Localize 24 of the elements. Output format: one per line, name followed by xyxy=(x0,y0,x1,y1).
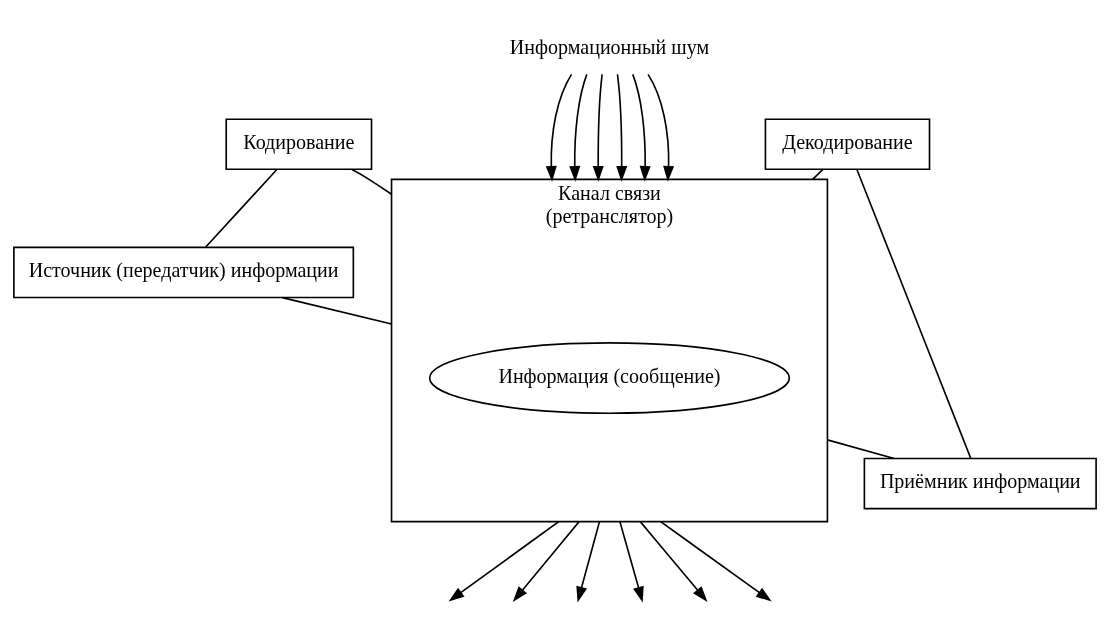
arrow xyxy=(639,520,708,602)
connector xyxy=(281,296,393,325)
node-box: Кодирование xyxy=(225,118,373,171)
arrow xyxy=(659,520,772,602)
arrow xyxy=(569,73,588,182)
node-box: Источник (передатчик) информации xyxy=(13,246,355,299)
arrow xyxy=(545,73,573,182)
node-box: Приёмник информации xyxy=(863,457,1097,510)
arrow xyxy=(647,73,675,182)
node-box: Декодирование xyxy=(764,118,931,171)
connector xyxy=(204,168,278,248)
arrow xyxy=(616,73,628,182)
connector xyxy=(826,439,895,460)
arrow xyxy=(448,520,560,602)
arrow xyxy=(512,520,580,602)
node-ellipse: Информация (сообщение) xyxy=(428,342,791,414)
node-text: Информационный шум xyxy=(509,35,710,58)
arrow xyxy=(619,520,644,603)
arrow xyxy=(576,520,601,603)
connector xyxy=(351,168,393,196)
arrow xyxy=(631,73,651,182)
arrow xyxy=(592,73,604,182)
connector xyxy=(811,168,824,181)
connector xyxy=(856,168,972,460)
